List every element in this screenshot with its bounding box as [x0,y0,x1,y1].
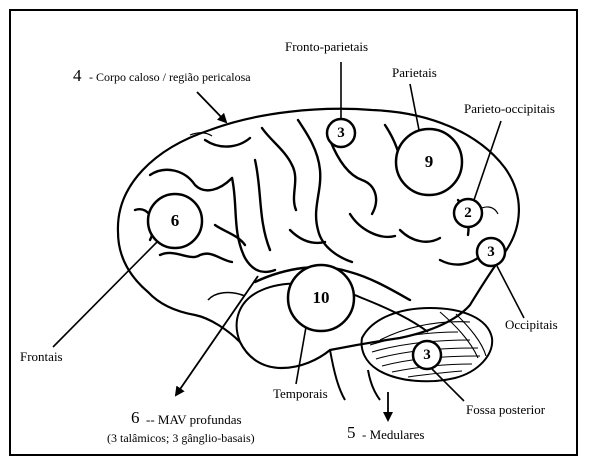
occipital-count: 3 [481,245,501,260]
parietais-label: Parietais [392,66,437,79]
corpo-caloso-number: 4 [73,67,82,84]
medulares-number: 5 [347,424,356,441]
parietal-count: 9 [417,153,441,170]
fossa-posterior-count: 3 [417,348,437,363]
frontais-leader [53,241,158,347]
mav-profundas-detail: (3 talâmicos; 3 gânglio-basais) [107,432,255,444]
brainstem [330,350,380,400]
temporal-count: 10 [305,289,337,306]
parieto-occipital-count: 2 [458,206,478,221]
frontal-count: 6 [163,212,187,229]
parietais-leader [410,84,419,130]
fossa-posterior-label: Fossa posterior [466,403,545,416]
parieto-occipitais-leader [474,121,501,200]
mav-profundas-label: -- MAV profundas [146,413,242,426]
temporais-label: Temporais [273,387,328,400]
fronto-parietal-count: 3 [331,126,351,141]
medulares-label: - Medulares [362,428,424,441]
fronto-parietais-label: Fronto-parietais [285,40,368,53]
corpo-caloso-label: - Corpo caloso / região pericalosa [89,71,251,83]
parieto-occipitais-label: Parieto-occipitais [464,102,555,115]
occipitais-label: Occipitais [505,318,558,331]
fossa-posterior-leader [432,369,464,401]
temporais-leader [296,327,306,384]
frontais-label: Frontais [20,350,63,363]
occipitais-leader [497,266,524,318]
corpo-caloso-arrow [197,92,226,122]
mav-profundas-number: 6 [131,409,140,426]
